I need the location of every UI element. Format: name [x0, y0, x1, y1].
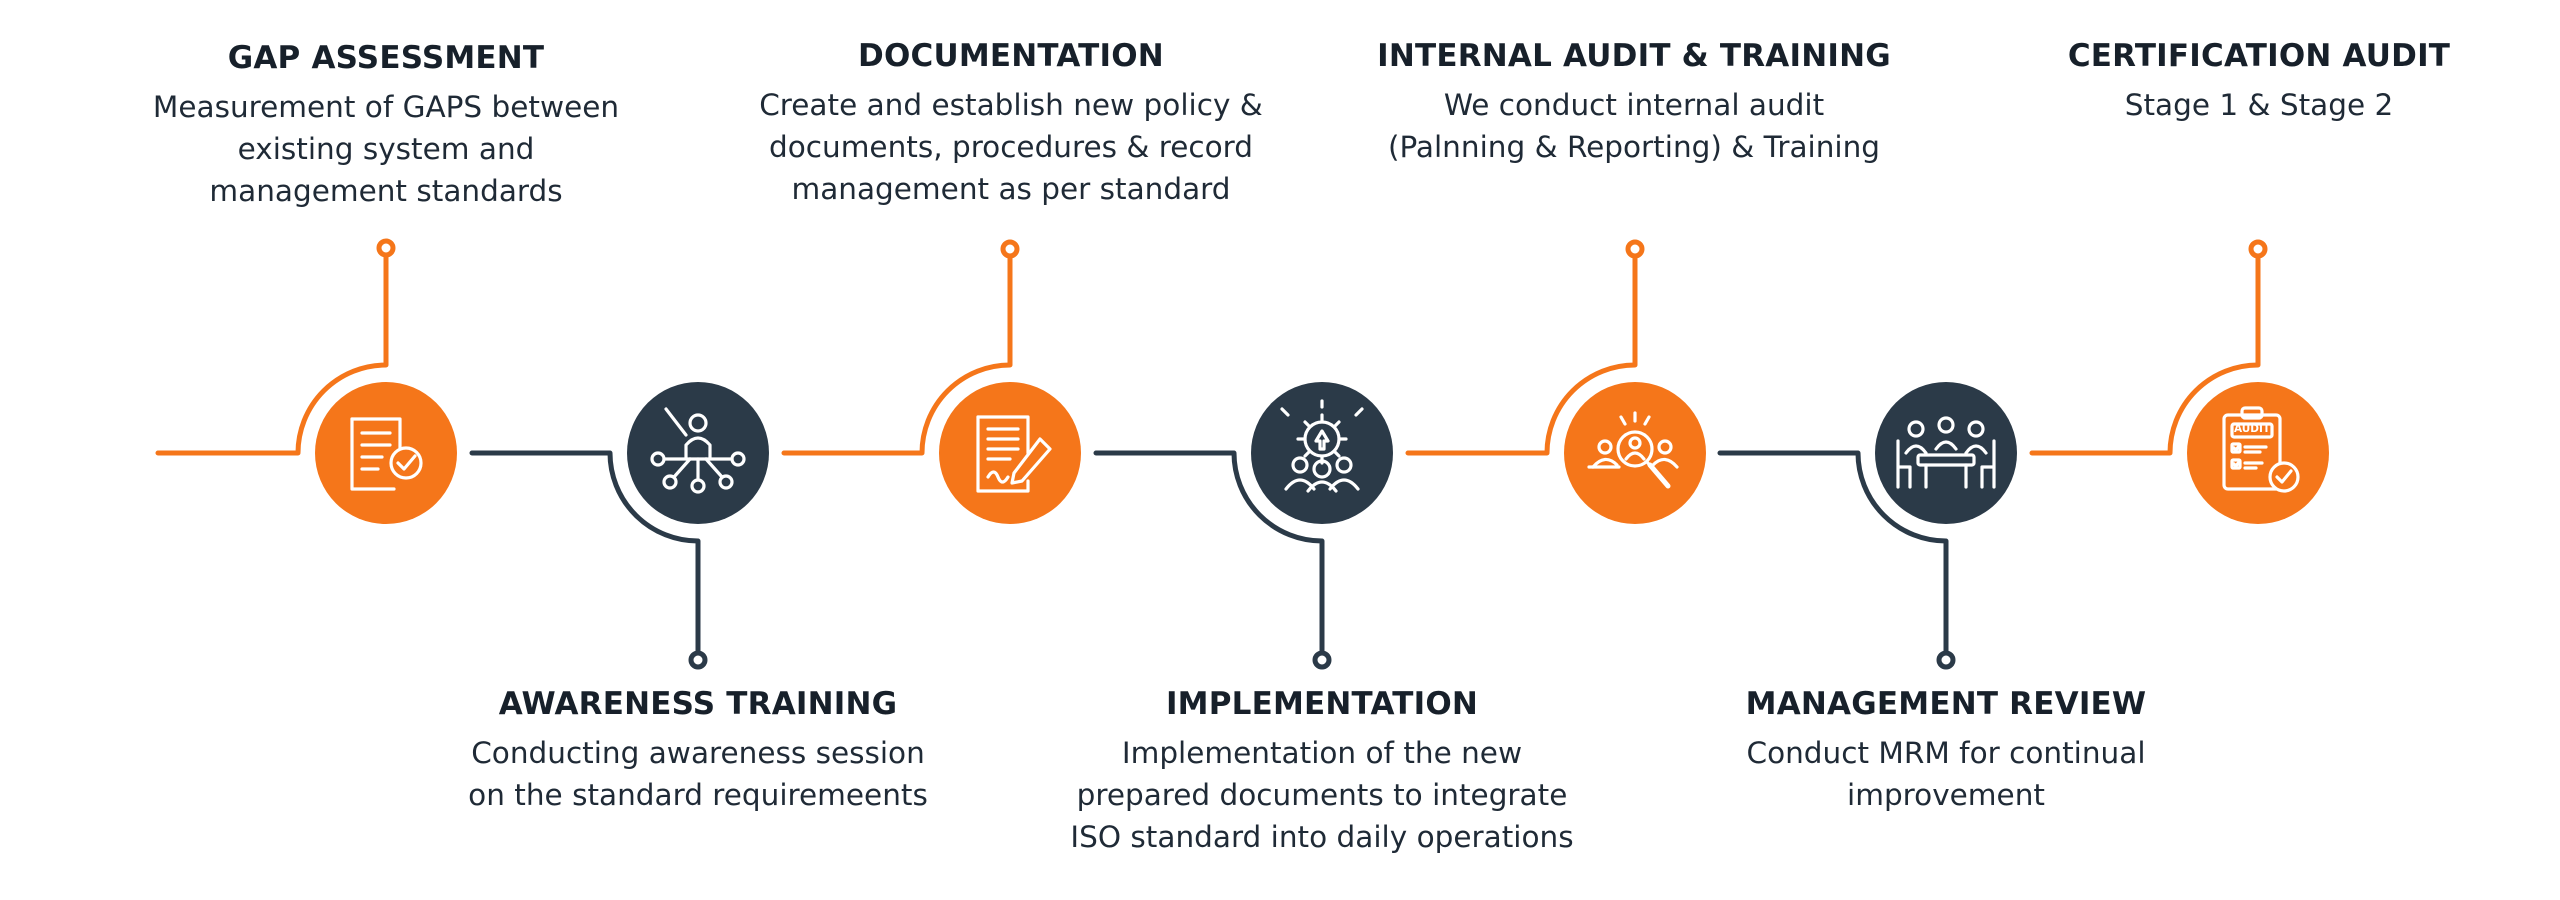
connector-dot-internal-audit [1625, 239, 1645, 259]
connector-dot-awareness-training [688, 650, 708, 670]
step-description: Implementation of the new prepared docum… [1070, 736, 1574, 854]
step-description: Measurement of GAPS between existing sys… [152, 90, 620, 208]
step-certification-audit: CERTIFICATION AUDIT Stage 1 & Stage 2 [1979, 38, 2539, 126]
step-management-review: MANAGEMENT REVIEW Conduct MRM for contin… [1666, 686, 2226, 816]
step-title: INTERNAL AUDIT & TRAINING [1377, 38, 1891, 74]
connector-dot-certification-audit [2248, 239, 2268, 259]
step-gap-assessment: GAP ASSESSMENT Measurement of GAPS betwe… [106, 40, 666, 212]
audit-icon-text: AUDIT [2234, 423, 2271, 435]
step-description: Stage 1 & Stage 2 [2124, 88, 2394, 122]
step-title: CERTIFICATION AUDIT [2067, 38, 2451, 74]
checklist-document-icon [350, 417, 423, 491]
team-gear-icon [1280, 399, 1364, 493]
step-circle-gap-assessment [315, 382, 457, 524]
connector-dot-management-review [1936, 650, 1956, 670]
step-title: DOCUMENTATION [858, 38, 1164, 74]
connector-documentation [781, 253, 1013, 456]
trainer-network-icon [650, 407, 746, 494]
connector-gap-assessment [155, 252, 389, 456]
meeting-table-icon [1896, 416, 1996, 489]
step-title: AWARENESS TRAINING [498, 686, 898, 722]
step-description: Create and establish new policy & docume… [759, 88, 1263, 206]
step-title: GAP ASSESSMENT [227, 40, 545, 76]
step-description: We conduct internal audit (Palnning & Re… [1387, 88, 1881, 164]
step-title: MANAGEMENT REVIEW [1745, 686, 2147, 722]
connector-dot-documentation [1000, 239, 1020, 259]
step-circle-documentation [939, 382, 1081, 524]
step-title: IMPLEMENTATION [1165, 686, 1479, 722]
step-internal-audit: INTERNAL AUDIT & TRAINING We conduct int… [1354, 38, 1914, 168]
connector-internal-audit [1405, 253, 1638, 456]
connector-dot-implementation [1312, 650, 1332, 670]
connector-awareness-training [469, 450, 701, 655]
connector-implementation [1093, 450, 1325, 655]
document-pen-icon [976, 415, 1052, 493]
audit-magnifier-icon [1587, 411, 1679, 489]
connector-management-review [1717, 450, 1949, 655]
step-documentation: DOCUMENTATION Create and establish new p… [731, 38, 1291, 210]
step-circle-awareness-training [627, 382, 769, 524]
step-circle-management-review [1875, 382, 2017, 524]
step-description: Conduct MRM for continual improvement [1746, 736, 2146, 812]
step-description: Conducting awareness session on the stan… [468, 736, 928, 812]
step-awareness-training: AWARENESS TRAINING Conducting awareness … [418, 686, 978, 816]
step-implementation: IMPLEMENTATION Implementation of the new… [1042, 686, 1602, 858]
connector-certification-audit [2029, 253, 2261, 456]
connector-dot-gap-assessment [376, 238, 396, 258]
audit-clipboard-icon [2222, 406, 2300, 493]
